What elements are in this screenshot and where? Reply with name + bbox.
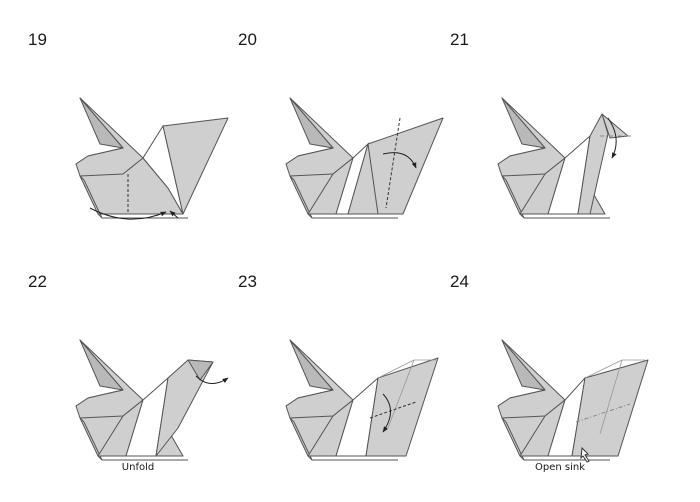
step-number: 21 [450, 30, 469, 49]
step-19-diagram [75, 97, 229, 220]
step-20: 20 [238, 30, 458, 260]
step-caption: Unfold [121, 462, 155, 473]
step-number: 22 [28, 272, 47, 291]
step-19: 19 [28, 30, 248, 260]
step-number: 19 [28, 30, 47, 49]
push-arrow-icon [580, 446, 590, 463]
step-21-diagram [497, 97, 632, 219]
step-21: 21 [450, 30, 670, 260]
step-23-diagram [285, 339, 439, 461]
step-number: 24 [450, 272, 469, 291]
step-23: 23 [238, 272, 458, 502]
step-22: 22 Unfold [28, 272, 248, 502]
step-20-diagram [285, 97, 444, 219]
step-number: 20 [238, 30, 257, 49]
step-22-diagram [75, 339, 229, 461]
step-24-diagram [497, 339, 649, 463]
step-number: 23 [238, 272, 257, 291]
step-caption: Open sink [534, 462, 585, 473]
step-24: 24 Open sink [450, 272, 670, 502]
